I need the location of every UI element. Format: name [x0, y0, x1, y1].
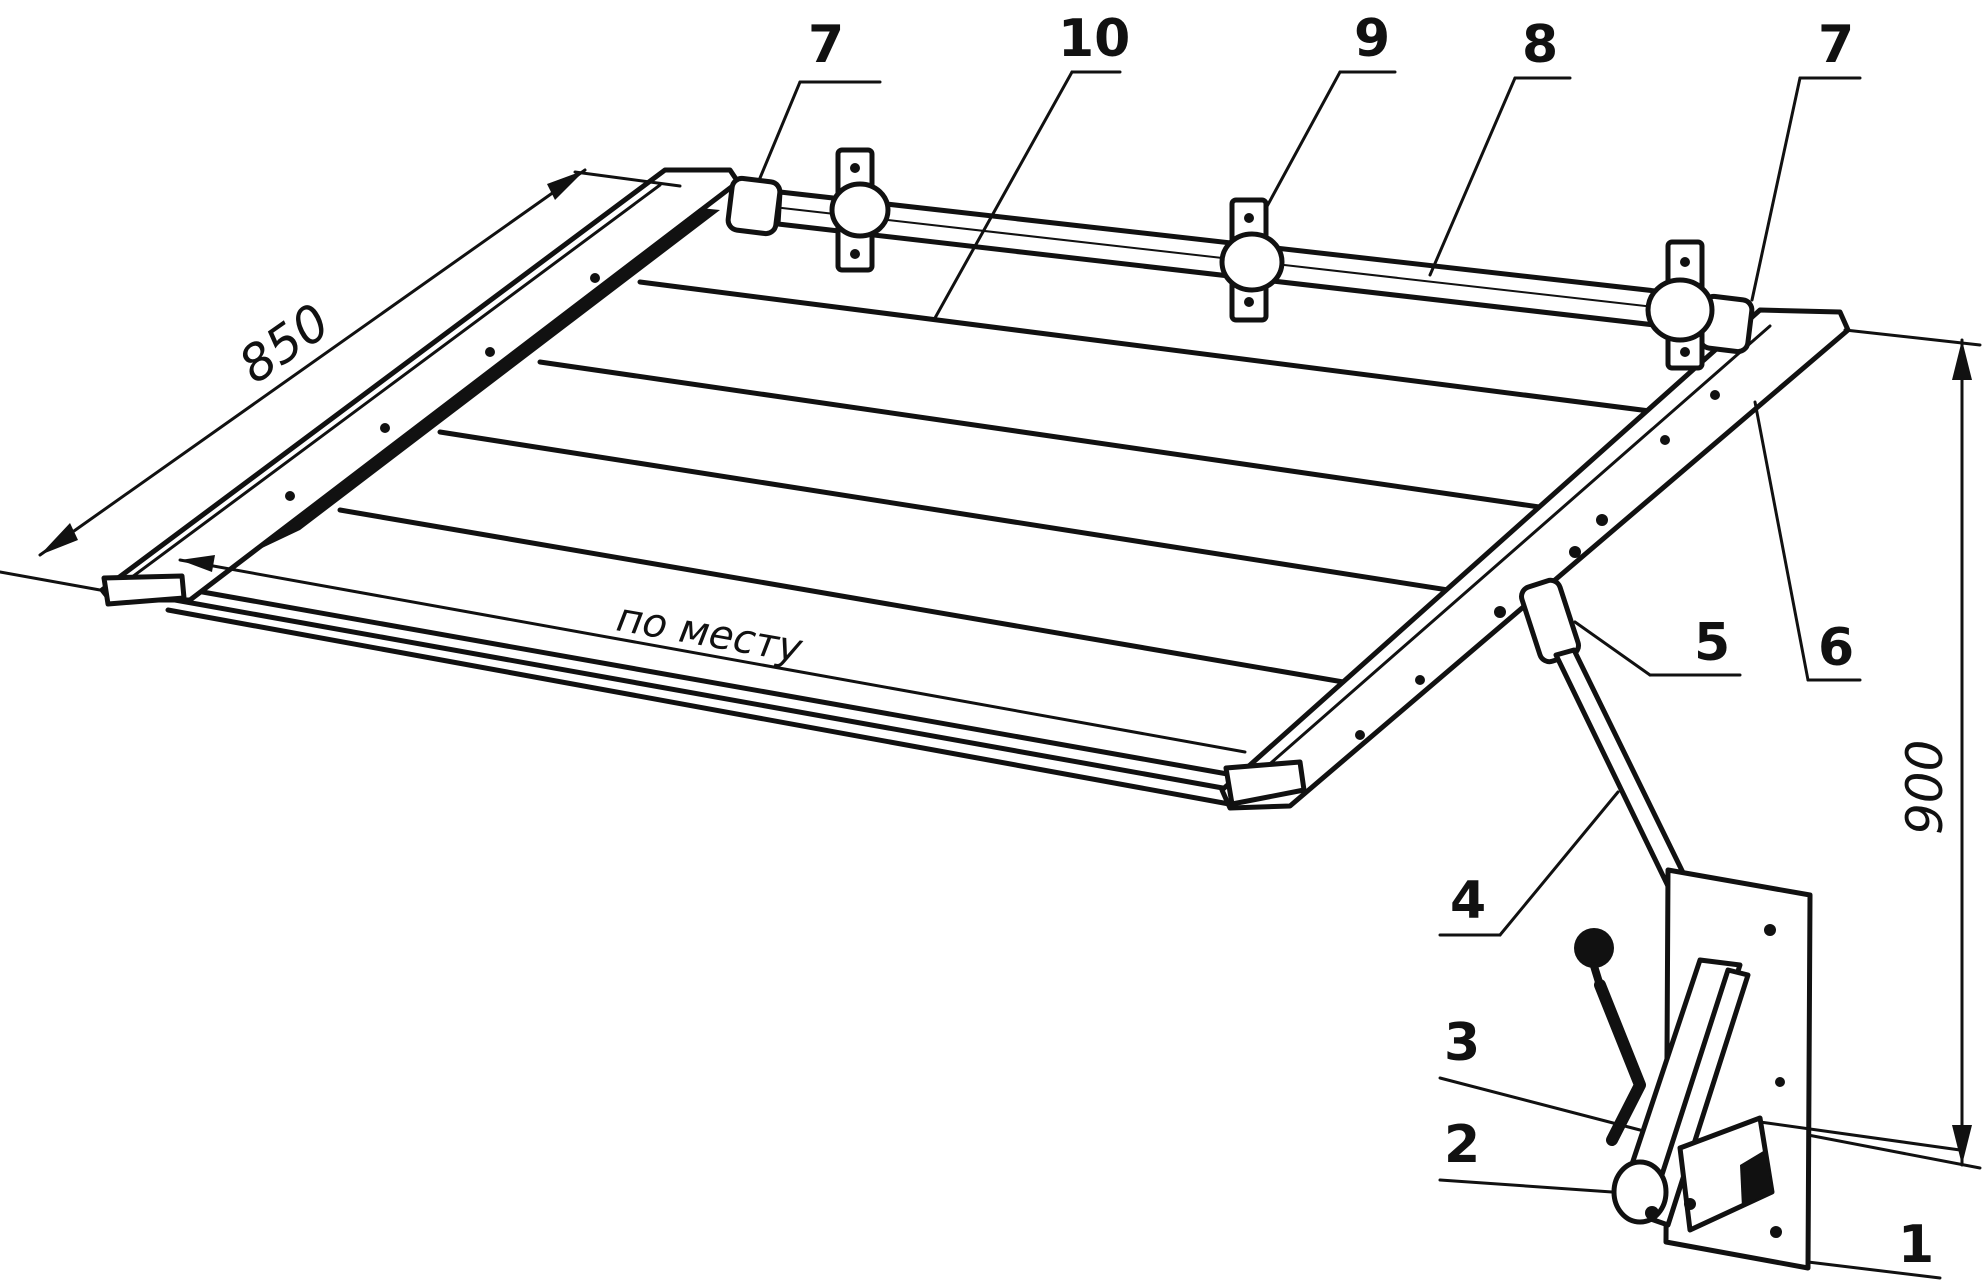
label-7-left: 7 — [808, 15, 844, 75]
label-1: 1 — [1898, 1215, 1934, 1275]
clamp-right — [1645, 239, 1715, 371]
slats — [337, 279, 1723, 693]
label-4: 4 — [1450, 871, 1486, 931]
note-arrow — [178, 555, 1247, 754]
label-8: 8 — [1522, 15, 1558, 75]
clamp-middle — [1219, 197, 1285, 323]
label-9: 9 — [1354, 9, 1390, 69]
dimension-900 — [1806, 328, 1982, 1170]
label-3: 3 — [1444, 1013, 1480, 1073]
label-10: 10 — [1058, 9, 1130, 69]
bushings — [725, 175, 1755, 355]
left-rail — [99, 167, 741, 607]
label-5: 5 — [1694, 613, 1730, 673]
note-text: по месту — [613, 595, 807, 673]
right-rail — [1219, 307, 1851, 811]
label-6: 6 — [1818, 618, 1854, 678]
label-7-right: 7 — [1818, 15, 1854, 75]
clamps — [829, 147, 1715, 371]
label-2: 2 — [1444, 1115, 1480, 1175]
dimension-900-text: 900 — [1896, 740, 1954, 835]
leaders — [758, 70, 1962, 1280]
clamp-left — [829, 147, 891, 273]
lever-mechanism — [1574, 928, 1775, 1233]
dimension-850 — [0, 168, 682, 592]
front-bar — [165, 585, 1253, 809]
dimension-850-text: 850 — [229, 293, 340, 395]
